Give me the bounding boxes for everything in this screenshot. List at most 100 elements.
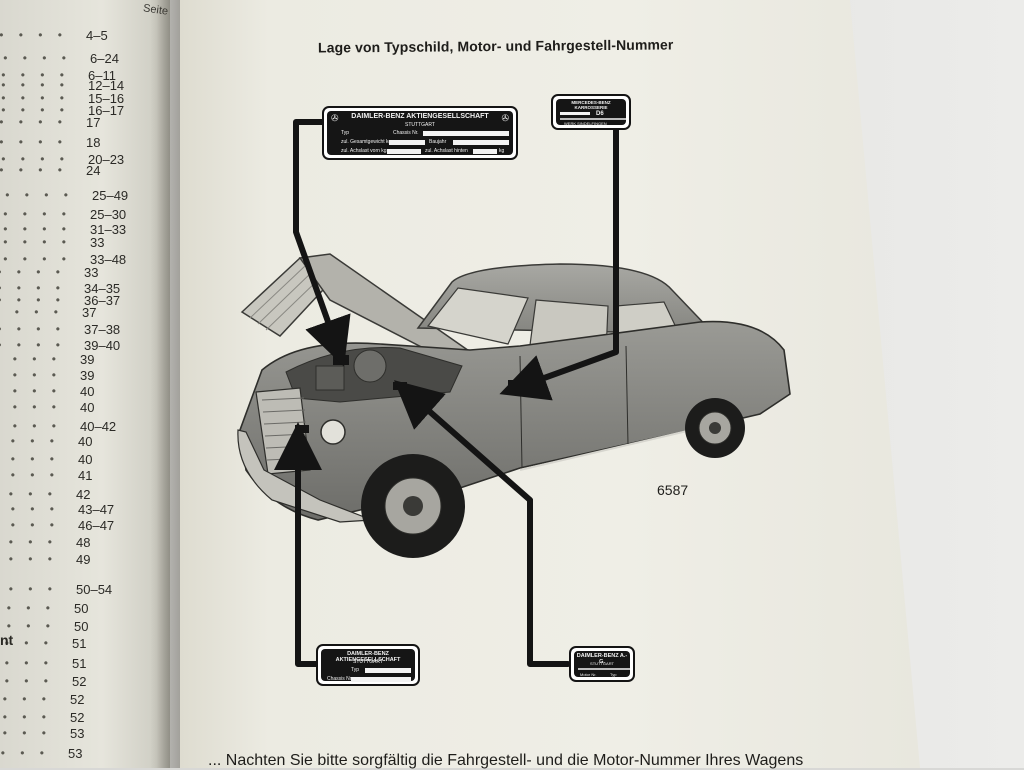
plate-field: Typ [341, 130, 350, 136]
toc-page-number: 40 [80, 383, 95, 399]
toc-page-number: 40 [78, 451, 93, 467]
plate-title: DAIMLER-BENZ A.-G. [576, 653, 628, 665]
star-emblem-icon: ✇ [501, 113, 509, 123]
toc-page-number: 53 [70, 725, 85, 741]
toc-entry: • • • • • • • • • • • •40 [0, 398, 120, 416]
plate-subtitle: STUTTGART [353, 659, 383, 665]
toc-entry: • • • • • • • • • • • •33 [0, 263, 124, 281]
toc-entry: • • • • • • • • • • • •53 [0, 744, 108, 762]
toc-entry: • • • • • • • • • • • •52 [0, 672, 112, 690]
toc-page-number: 43–47 [78, 501, 115, 517]
toc-page-number: 37 [82, 304, 97, 320]
toc-page-number: 20–23 [88, 151, 125, 167]
toc-page-number: 36–37 [84, 292, 121, 308]
toc-entry: • • • • • • • • • • • • 6–11 [0, 66, 128, 84]
marker-firewall-plate [333, 355, 349, 365]
toc-page-number: 17 [86, 114, 101, 130]
toc-entry: • • • • • • • • • • • •17 [0, 113, 126, 131]
toc-page-number: 6–11 [88, 67, 116, 83]
plate-blank [560, 112, 590, 115]
leader-dots: • • • • • • • • • • • • [0, 305, 64, 319]
toc-page-number: 40–42 [80, 418, 117, 434]
leader-dots: • • • • • • • • • • • • [0, 188, 74, 202]
leader-dots: • • • • • • • • • • • • [0, 235, 72, 249]
toc-entry: • • • • • • • • • • • •40 [0, 382, 120, 400]
toc-page-number: 46–47 [78, 517, 115, 533]
plate-field: D6 [596, 111, 604, 117]
leader-dots: • • • • • • • • • • • • [0, 468, 60, 482]
leader-dots: • • • • • • • • • • • • [0, 601, 56, 615]
leader-dots: • • • • • • • • • • • • [0, 368, 62, 382]
toc-entry: • • • • • • • • • • • •40 [0, 450, 118, 468]
toc-entry: • • • • • • • • • • • • 39 [0, 350, 120, 368]
toc-entry: • • • • • • • • • • • •51 [0, 654, 112, 672]
leader-dots: • • • • • • • • • • • • [0, 518, 60, 532]
toc-page-number: 49 [76, 551, 91, 567]
toc-entry: • • • • • • • • • • • •31–33 [0, 220, 130, 238]
toc-entry: • • • • • • • • • • • •52 [0, 690, 110, 708]
marker-chassis-number [295, 425, 309, 433]
leader-dots: • • • • • • • • • • • • [0, 252, 72, 266]
toc-page-number: 50 [74, 618, 89, 634]
leader-dots: • • • • • • • • • • • • [0, 163, 68, 177]
plate-field: Typ [610, 672, 617, 677]
toc-entry: • • • • • • • • • • • •36–37 [0, 291, 124, 309]
toc-page-number: 15–16 [88, 90, 125, 106]
leader-dots: • • • • • • • • • • • • [0, 419, 62, 433]
toc-entry: • • • • • • • • • • • • 37–38 [0, 320, 124, 338]
toc-entry: • • • • • • • • • • • • 20–23 [0, 150, 128, 168]
leader-dots: • • • • • • • • • • • • [0, 68, 70, 82]
toc-entry: • • • • • • • • • • • •48 [0, 533, 116, 551]
toc-entry: • • • • • • • • • • • •50–54 [0, 580, 116, 598]
toc-entry: • • • • • • • • • • • •6–24 [0, 49, 130, 67]
toc-page-number: 33–48 [90, 251, 127, 267]
toc-page-number: 39 [80, 351, 95, 367]
toc-page-number: 37–38 [84, 321, 121, 337]
plate-blank [578, 668, 630, 670]
toc-entry: • • • • • • • • • • • • 46–47 [0, 516, 118, 534]
toc-page-number: 34–35 [84, 280, 121, 296]
toc-page-number: 25–49 [92, 187, 129, 203]
leader-dots: • • • • • • • • • • • • [0, 281, 66, 295]
toc-entry: • • • • • • • • • • • •42 [0, 485, 116, 503]
toc-entry: • • • • • • • • • • • •18 [0, 133, 126, 151]
toc-entry: • • • • • • • • • • • •25–30 [0, 205, 130, 223]
leader-dots: • • • • • • • • • • • • [0, 265, 66, 279]
leader-dots: • • • • • • • • • • • • [0, 692, 52, 706]
leader-dots: • • • • • • • • • • • • [0, 78, 70, 92]
toc-entry: • • • • • • • • • • • • 50 [0, 599, 114, 617]
toc-page-number: 51 [72, 635, 87, 651]
leader-dots: • • • • • • • • • • • • [0, 552, 58, 566]
leader-dots: • • • • • • • • • • • • [0, 338, 66, 352]
leader-dots: • • • • • • • • • • • • [0, 322, 66, 336]
plate-field: zul. Achslast vorn kg [341, 148, 387, 154]
leader-dots: • • • • • • • • • • • • [0, 352, 62, 366]
leader-dots: • • • • • • • • • • • • [0, 103, 70, 117]
figure-number: 6587 [657, 482, 689, 498]
plate-title: MERCEDES-BENZ KARROSSERIE [571, 100, 611, 110]
toc-page-number: 50 [74, 600, 89, 616]
leader-dots: • • • • • • • • • • • • [0, 710, 52, 724]
leader-dots: • • • • • • • • • • • • [0, 726, 52, 740]
plate-blank [365, 668, 411, 673]
leader-dots: • • • • • • • • • • • • [0, 135, 68, 149]
leader-bottom-left [274, 422, 325, 667]
plate-field: Baujahr [429, 139, 447, 145]
leader-dots: • • • • • • • • • • • • [0, 400, 62, 414]
plate-field: Chassis Nr. [327, 676, 353, 682]
toc-entry: • • • • • • • • • • • •43–47 [0, 500, 118, 518]
toc-entry: • • • • • • • • • • • •40 [0, 432, 118, 450]
plate-blank [389, 140, 425, 145]
body-text-line: ... Nachten Sie bitte sorgfältig die Fah… [208, 752, 804, 769]
left-page-index: Seite • • • • • • • • • • • •4–5• • • • … [0, 0, 170, 768]
toc-page-number: 33 [90, 234, 105, 250]
body-plate-top-right: MERCEDES-BENZ KARROSSERIE D6 WERK SINDEL… [551, 94, 631, 130]
plate-blank [453, 140, 509, 145]
toc-page-number: 40 [78, 433, 93, 449]
toc-entry: • • • • • • • • • • • •41 [0, 466, 118, 484]
leader-dots: • • • • • • • • • • • • [0, 152, 70, 166]
toc-page-number: 39–40 [84, 337, 121, 353]
toc-page-number: 53 [68, 745, 83, 761]
left-page-fragment: nt [0, 632, 14, 648]
